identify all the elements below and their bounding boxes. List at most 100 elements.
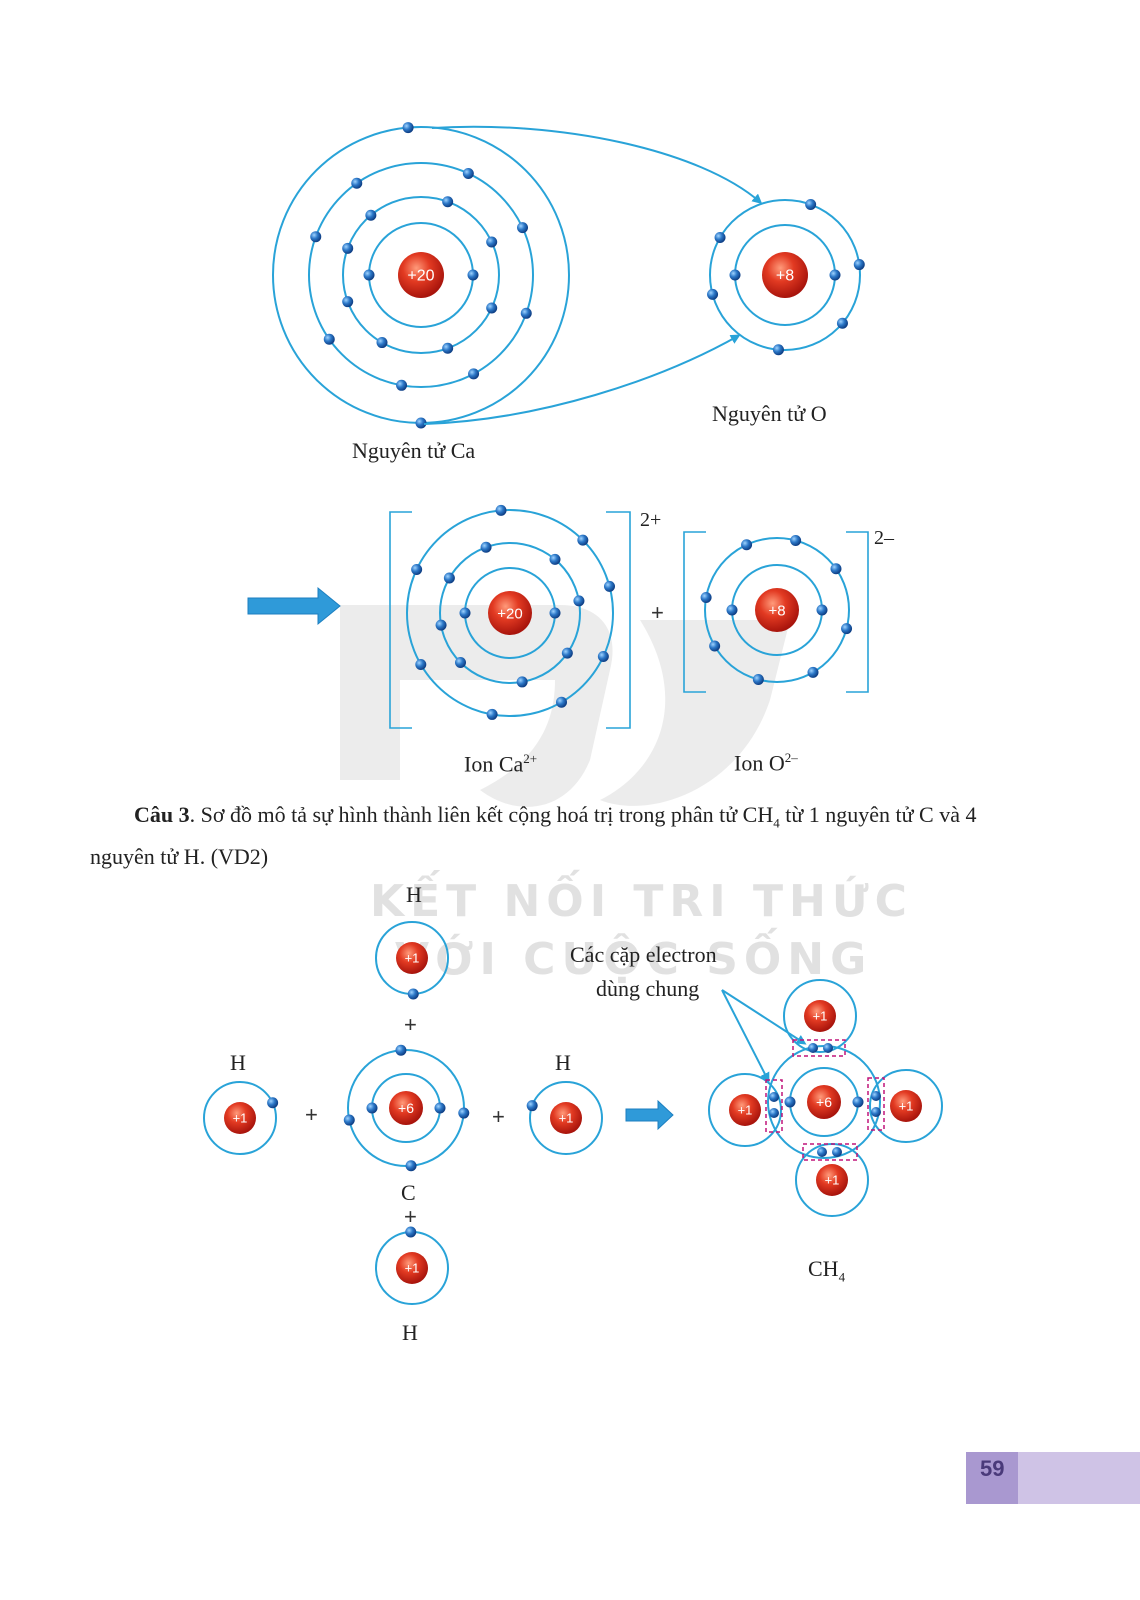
ca-atom-electron-3-7	[323, 333, 335, 345]
o-ion: +8	[700, 534, 853, 686]
ch4-label: CH4	[808, 1256, 846, 1285]
o-ion-electron-2-2	[790, 534, 802, 546]
h-atom-right-shell-1	[529, 1081, 603, 1155]
ion-o-label: Ion O2–	[734, 750, 798, 776]
pointer-arrow-left	[721, 989, 770, 1083]
o-ion-nucleus	[755, 588, 799, 632]
shared-pair-box-top	[792, 1039, 846, 1057]
o-ion-electron-2-4	[841, 623, 853, 635]
c-atom-electron-2-3	[405, 1160, 417, 1172]
ca-ion-shell-3	[406, 509, 614, 717]
ch4-h-left-shell-1	[708, 1073, 782, 1147]
o-atom-nucleus	[762, 252, 808, 298]
c-atom-electron-1-1	[366, 1102, 378, 1114]
o-ion-electron-2-8	[700, 591, 712, 603]
h-atom-left-nucleus-charge: +1	[233, 1111, 248, 1126]
ch4-shared-bottom-2	[832, 1147, 842, 1157]
ch4-c: +6	[767, 1045, 881, 1159]
o-ion-electron-2-6	[752, 674, 764, 686]
ca-atom-electron-3-2	[462, 167, 474, 179]
ca-atom: +20	[272, 122, 570, 429]
h-atom-top-electron-1-1	[407, 988, 419, 1000]
ca-ion-shell-2	[439, 542, 581, 684]
ca-ion-electron-3-5	[556, 696, 567, 708]
ion-ca-label: Ion Ca2+	[464, 751, 538, 777]
ca-ion-electron-3-7	[415, 659, 427, 670]
ca-ion-electron-3-1	[495, 504, 507, 516]
transfer-arrow-bottom	[423, 334, 741, 425]
ch4-h-left-nucleus	[729, 1094, 761, 1126]
h-atom-right-nucleus-charge: +1	[559, 1111, 574, 1126]
ch4-h-right-nucleus-charge: +1	[899, 1099, 914, 1114]
o-ion-electron-1-2	[816, 604, 828, 616]
h-label-right: H	[555, 1050, 571, 1075]
ca-atom-nucleus-charge: +20	[407, 268, 434, 285]
ca-ion-nucleus	[488, 591, 532, 635]
ca-atom-electron-4-1	[402, 122, 414, 134]
watermark-line2: VỚI CUỘC SỐNG	[395, 934, 873, 985]
ca-ion-electron-2-1	[480, 541, 492, 553]
h-atom-top-nucleus-charge: +1	[405, 951, 420, 966]
o-atom-shell-2	[709, 199, 861, 351]
h-atom-bottom-nucleus	[396, 1252, 428, 1284]
ch4-h-bottom-nucleus-charge: +1	[825, 1173, 840, 1188]
ca-atom-electron-2-6	[376, 337, 388, 349]
ca-ion-electron-3-4	[597, 651, 609, 663]
h-label-left: H	[230, 1050, 246, 1075]
c-atom-nucleus-charge: +6	[398, 1100, 414, 1116]
plus-left: +	[305, 1102, 318, 1127]
o-ion-electron-1-1	[726, 604, 738, 616]
ch4-shared-right-2	[871, 1107, 881, 1117]
ca-ion-bracket-charge: 2+	[640, 509, 662, 531]
ch4-shared-left-1	[769, 1092, 779, 1102]
o-atom-electron-2-1	[714, 232, 726, 243]
ca-atom-electron-1-1	[363, 269, 375, 281]
ch4-c-electron-1-2	[852, 1096, 864, 1108]
question-3: Câu 3. Sơ đồ mô tả sự hình thành liên kế…	[90, 802, 977, 870]
o-ion-electron-2-3	[830, 563, 842, 575]
shared-pair-box-right	[867, 1077, 885, 1131]
ch4-shared-bottom-1	[817, 1147, 827, 1157]
h-label-top: H	[406, 882, 422, 907]
ch4-h-top: +1	[783, 979, 857, 1053]
watermark-line1: KẾT NỐI TRI THỨC	[370, 876, 913, 927]
ca-ion-nucleus-charge: +20	[497, 605, 522, 622]
h-atom-bottom-nucleus-charge: +1	[405, 1261, 420, 1276]
ca-ion-electron-2-4	[561, 647, 573, 659]
o-ion-electron-2-1	[741, 539, 753, 551]
h-atom-left-shell-1	[203, 1081, 277, 1155]
shared-pairs-label-1: Các cặp electron	[570, 942, 717, 967]
ca-atom-electron-4-2	[415, 417, 427, 429]
c-atom-electron-2-2	[343, 1114, 355, 1126]
ch4-h-right-shell-1	[869, 1069, 943, 1143]
c-label: C	[401, 1180, 416, 1205]
ch4-h-top-nucleus	[804, 1000, 836, 1032]
ch4-h-bottom-nucleus	[816, 1164, 848, 1196]
bracket-o-left	[683, 531, 706, 693]
c-atom-electron-1-2	[434, 1102, 446, 1114]
block-arrow-ionization	[247, 586, 341, 626]
ch4-c-electron-1-1	[784, 1096, 796, 1108]
ca-atom-electron-2-8	[342, 242, 354, 254]
ca-atom-electron-3-6	[396, 379, 408, 391]
ca-atom-shell-2	[342, 196, 500, 354]
ca-atom-label: Nguyên tử Ca	[352, 438, 476, 463]
o-atom-electron-2-5	[772, 344, 784, 356]
ca-atom-electron-3-5	[468, 368, 480, 380]
o-ion-shell-2	[704, 537, 850, 683]
shared-pairs-label-2: dùng chung	[596, 976, 700, 1001]
ca-atom-shell-3	[308, 162, 534, 388]
ch4-h-left-nucleus-charge: +1	[738, 1103, 753, 1118]
o-atom: +8	[707, 199, 865, 356]
ca-atom-nucleus	[398, 252, 444, 298]
plus-top: +	[404, 1012, 417, 1037]
o-atom-label: Nguyên tử O	[712, 401, 827, 426]
ch4-h-left: +1	[708, 1073, 782, 1147]
h-atom-left-nucleus	[224, 1102, 256, 1134]
ch4-shared-left-2	[769, 1108, 779, 1118]
ch4-h-right: +1	[869, 1069, 943, 1143]
h-atom-left: +1	[203, 1081, 279, 1155]
h-atom-bottom-electron-1-1	[405, 1226, 417, 1238]
h-atom-right-nucleus	[550, 1102, 582, 1134]
ca-atom-electron-3-8	[310, 231, 322, 243]
